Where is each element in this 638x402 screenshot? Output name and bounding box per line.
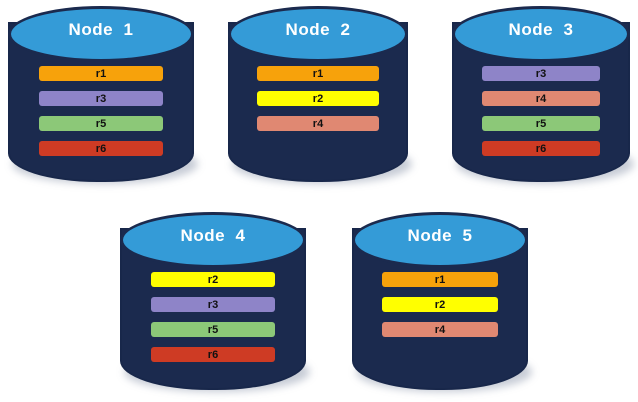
replica-list: r1 r2 r4: [352, 272, 528, 347]
replica-item[interactable]: r5: [39, 116, 163, 131]
database-node-3[interactable]: Node 3 r3 r4 r5 r6: [452, 6, 634, 184]
node-title: Node 4: [180, 226, 246, 245]
replica-item[interactable]: r6: [39, 141, 163, 156]
replica-item[interactable]: r6: [151, 347, 275, 362]
replica-item[interactable]: r4: [482, 91, 600, 106]
replica-item[interactable]: r5: [482, 116, 600, 131]
replica-item[interactable]: r3: [151, 297, 275, 312]
replica-item[interactable]: r4: [257, 116, 379, 131]
replica-list: r1 r3 r5 r6: [8, 66, 194, 166]
cylinder-top-ellipse: [228, 6, 408, 62]
replica-item[interactable]: r1: [39, 66, 163, 81]
database-node-4[interactable]: Node 4 r2 r3 r5 r6: [120, 212, 310, 392]
replica-item[interactable]: r2: [257, 91, 379, 106]
database-node-5[interactable]: Node 5 r1 r2 r4: [352, 212, 532, 392]
replica-item[interactable]: r1: [257, 66, 379, 81]
cylinder-top-ellipse: [352, 212, 528, 268]
cylinder-top-ellipse: [120, 212, 306, 268]
cylinder-top-ellipse: [452, 6, 630, 62]
node-title: Node 3: [508, 20, 574, 39]
cylinder-top-ellipse: [8, 6, 194, 62]
node-title: Node 2: [285, 20, 351, 39]
replica-list: r3 r4 r5 r6: [452, 66, 630, 166]
replica-item[interactable]: r1: [382, 272, 498, 287]
replica-list: r1 r2 r4: [228, 66, 408, 141]
replica-item[interactable]: r2: [151, 272, 275, 287]
replica-item[interactable]: r4: [382, 322, 498, 337]
database-node-2[interactable]: Node 2 r1 r2 r4: [228, 6, 412, 184]
replica-item[interactable]: r5: [151, 322, 275, 337]
database-node-1[interactable]: Node 1 r1 r3 r5 r6: [8, 6, 198, 184]
replica-list: r2 r3 r5 r6: [120, 272, 306, 372]
node-title: Node 1: [68, 20, 134, 39]
replica-item[interactable]: r6: [482, 141, 600, 156]
replica-item[interactable]: r3: [482, 66, 600, 81]
replica-item[interactable]: r3: [39, 91, 163, 106]
node-title: Node 5: [407, 226, 473, 245]
replica-item[interactable]: r2: [382, 297, 498, 312]
